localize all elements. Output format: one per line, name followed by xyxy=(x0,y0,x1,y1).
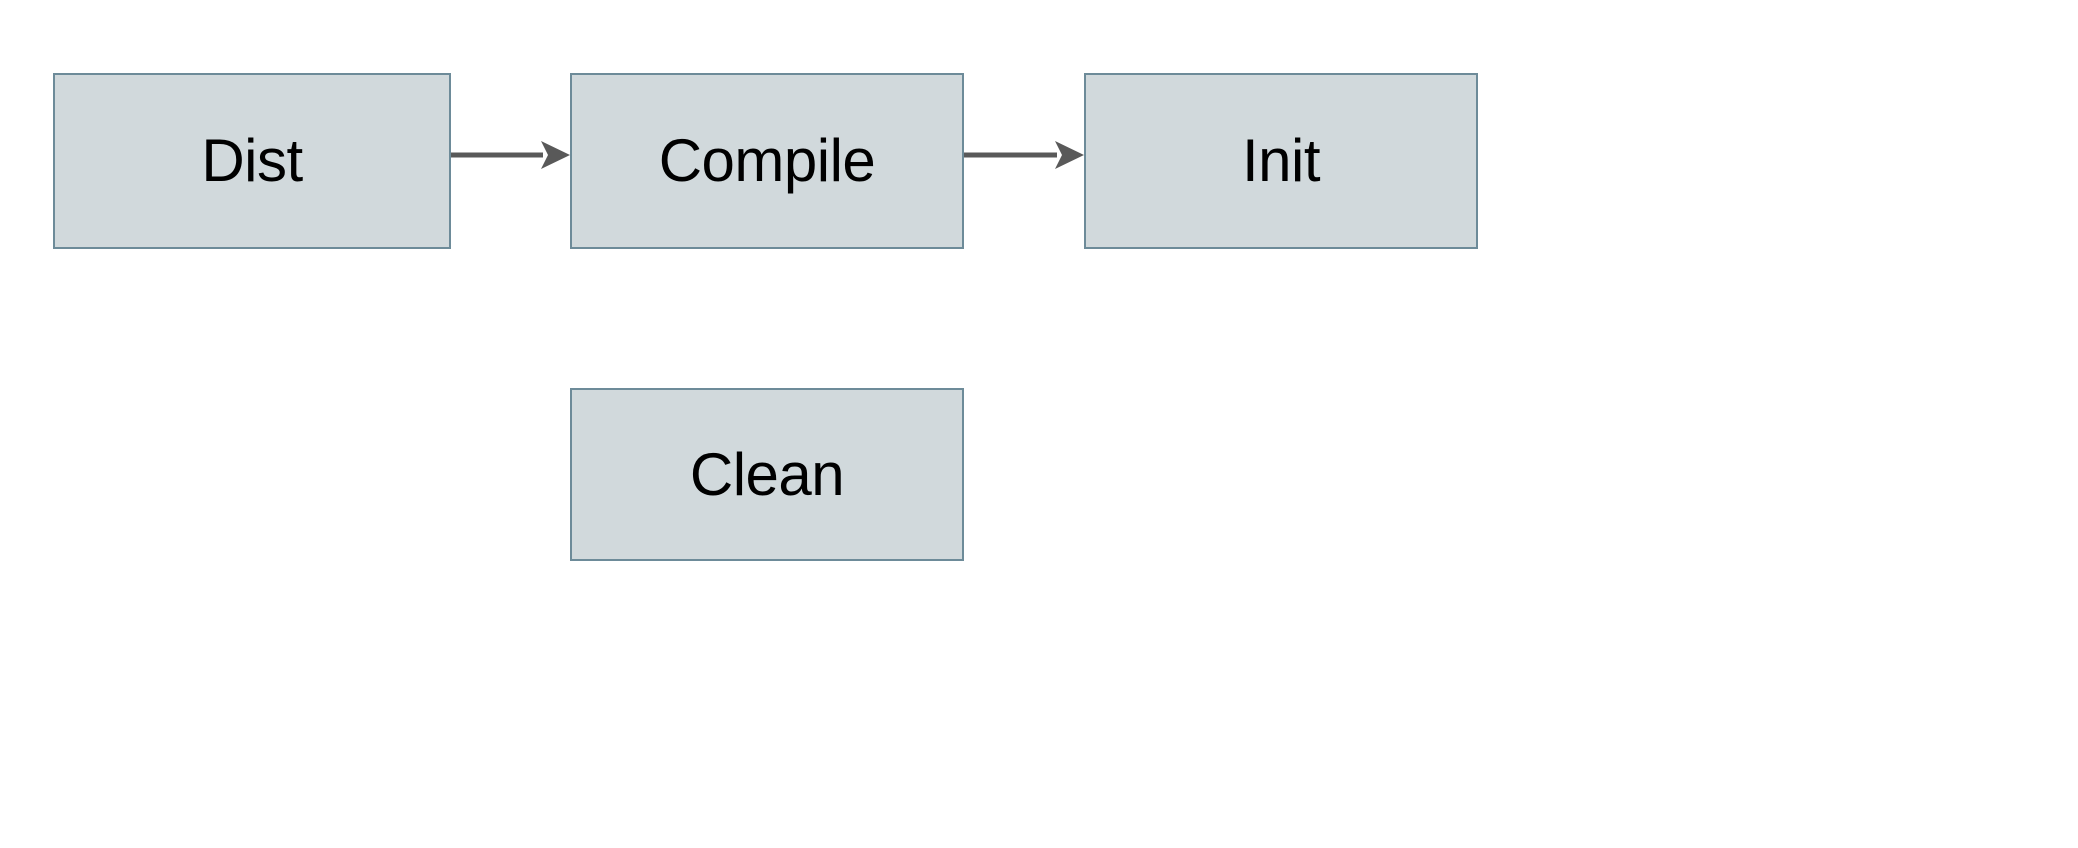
node-dist-label: Dist xyxy=(201,127,303,194)
arrow-right-icon xyxy=(964,141,1084,169)
arrow-right-icon xyxy=(451,141,570,169)
node-init-label: Init xyxy=(1241,127,1321,194)
node-init[interactable]: Init xyxy=(1084,73,1478,249)
node-clean-label: Clean xyxy=(689,440,845,508)
edge-compile-to-init[interactable] xyxy=(964,135,1084,175)
node-compile[interactable]: Compile xyxy=(570,73,964,249)
node-clean[interactable]: Clean xyxy=(570,388,964,561)
node-dist[interactable]: Dist xyxy=(53,73,451,249)
node-compile-label: Compile xyxy=(658,127,876,194)
edge-dist-to-compile[interactable] xyxy=(451,135,570,175)
